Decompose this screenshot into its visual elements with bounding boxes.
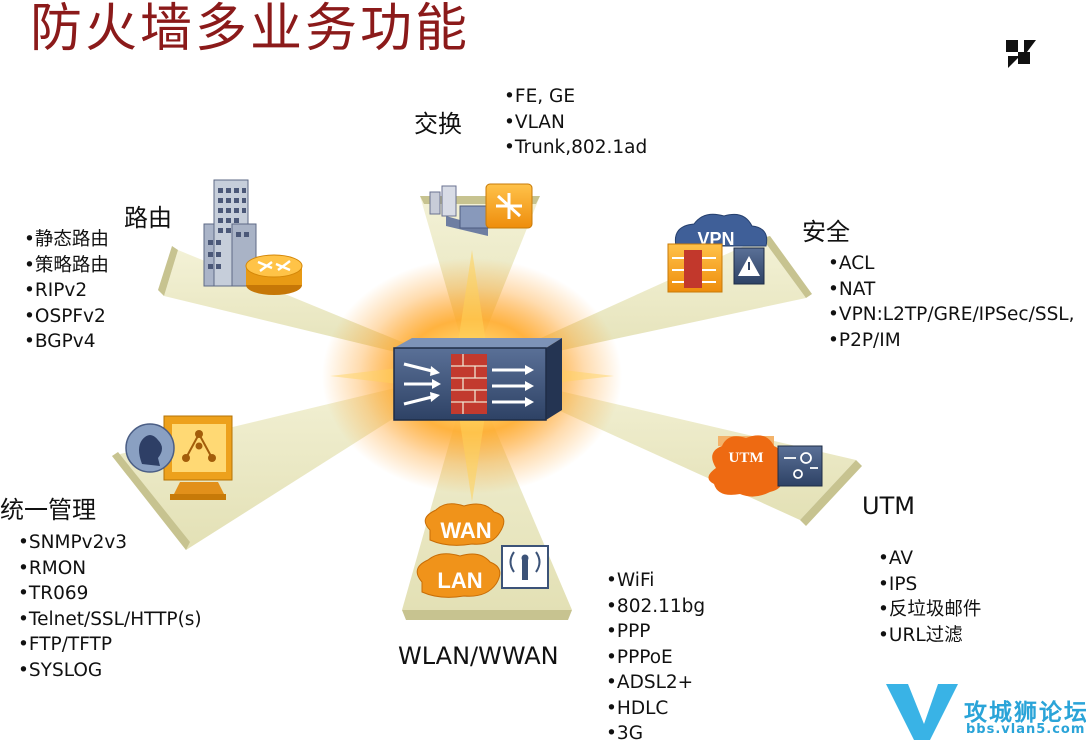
list-item: ACL bbox=[828, 251, 1084, 277]
utm-cloud-label: UTM bbox=[729, 450, 764, 466]
list-item: FTP/TFTP bbox=[18, 632, 202, 658]
heading-security: 安全 bbox=[802, 218, 850, 246]
list-item: RIPv2 bbox=[24, 278, 109, 304]
watermark-url: bbs.vlan5.com bbox=[966, 722, 1086, 737]
wan-cloud-label: WAN bbox=[440, 518, 491, 543]
list-routing: 静态路由 策略路由 RIPv2 OSPFv2 BGPv4 bbox=[24, 227, 109, 355]
list-item: Telnet/SSL/HTTP(s) bbox=[18, 607, 202, 633]
list-item: PPPoE bbox=[606, 645, 705, 671]
list-item: P2P/IM bbox=[828, 328, 1084, 354]
list-item: 策略路由 bbox=[24, 253, 109, 279]
lan-cloud-label: LAN bbox=[437, 568, 482, 593]
list-security: ACL NAT VPN:L2TP/GRE/IPSec/SSL, P2P/IM bbox=[828, 251, 1084, 353]
list-item: URL过滤 bbox=[878, 623, 981, 649]
wan-lan-wifi-icon: WAN LAN bbox=[416, 503, 549, 598]
list-item: RMON bbox=[18, 556, 202, 582]
list-item: Trunk,802.1ad bbox=[504, 135, 647, 161]
list-switching: FE, GE VLAN Trunk,802.1ad bbox=[504, 84, 647, 161]
list-item: VPN:L2TP/GRE/IPSec/SSL, bbox=[828, 302, 1084, 328]
list-item: SNMPv2v3 bbox=[18, 530, 202, 556]
list-item: HDLC bbox=[606, 696, 705, 722]
heading-utm: UTM bbox=[862, 492, 915, 520]
list-item: FE, GE bbox=[504, 84, 647, 110]
list-item: PPP bbox=[606, 619, 705, 645]
watermark-brand: 攻城狮论坛 bbox=[964, 700, 1086, 726]
list-item: TR069 bbox=[18, 581, 202, 607]
list-item: 静态路由 bbox=[24, 227, 109, 253]
list-management: SNMPv2v3 RMON TR069 Telnet/SSL/HTTP(s) F… bbox=[18, 530, 202, 683]
utm-cloud-icon: UTM bbox=[708, 435, 823, 497]
list-item: WiFi bbox=[606, 568, 705, 594]
page-title: 防火墙多业务功能 bbox=[30, 0, 471, 59]
building-router-icon bbox=[203, 179, 303, 295]
list-utm: AV IPS 反垃圾邮件 URL过滤 bbox=[878, 546, 982, 649]
list-item: 3G bbox=[606, 721, 705, 747]
corner-logo-icon bbox=[1006, 40, 1036, 68]
heading-switching: 交换 bbox=[414, 110, 462, 138]
v5-logo-icon: V5 bbox=[886, 684, 958, 740]
list-item: BGPv4 bbox=[24, 329, 109, 355]
vpn-firewall-icon: VPN bbox=[667, 213, 768, 293]
list-item: 802.11bg bbox=[606, 594, 705, 620]
list-item: SYSLOG bbox=[18, 658, 202, 684]
management-monitor-icon bbox=[125, 415, 233, 500]
switch-icon bbox=[429, 183, 533, 236]
heading-routing: 路由 bbox=[124, 204, 172, 232]
list-item: 反垃圾邮件 bbox=[878, 597, 982, 623]
firewall-device-icon bbox=[393, 338, 562, 421]
list-item: AV bbox=[878, 546, 981, 572]
list-item: OSPFv2 bbox=[24, 304, 109, 330]
heading-management: 统一管理 bbox=[0, 496, 96, 524]
list-item: NAT bbox=[828, 277, 1084, 303]
list-item: ADSL2+ bbox=[606, 670, 705, 696]
list-wlan: WiFi 802.11bg PPP PPPoE ADSL2+ HDLC 3G bbox=[606, 568, 705, 747]
list-item: IPS bbox=[878, 572, 981, 598]
list-item: VLAN bbox=[504, 110, 647, 136]
heading-wlan: WLAN/WWAN bbox=[398, 642, 559, 670]
